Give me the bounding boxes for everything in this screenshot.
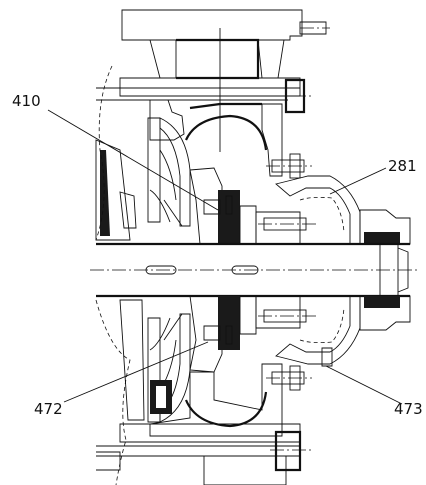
seal-housing-lower <box>189 295 316 373</box>
callout-410: 410 <box>12 92 41 110</box>
bearing-bracket-lower <box>275 295 411 367</box>
impeller-upper <box>95 117 191 241</box>
bearing-bracket-upper <box>275 175 411 245</box>
callout-473: 473 <box>394 400 423 418</box>
impeller-lower <box>119 299 191 423</box>
volute-casing-upper <box>96 28 312 177</box>
leader-lines <box>47 109 403 405</box>
seal-housing-upper <box>189 167 316 245</box>
casing-stud-upper <box>266 153 312 179</box>
callout-472: 472 <box>34 400 63 418</box>
casing-stud-lower <box>266 365 312 391</box>
shaft <box>90 242 420 298</box>
discharge-nozzle <box>121 9 330 80</box>
callout-281: 281 <box>388 157 417 175</box>
volute-casing-lower <box>96 363 312 485</box>
break-line <box>95 65 131 485</box>
